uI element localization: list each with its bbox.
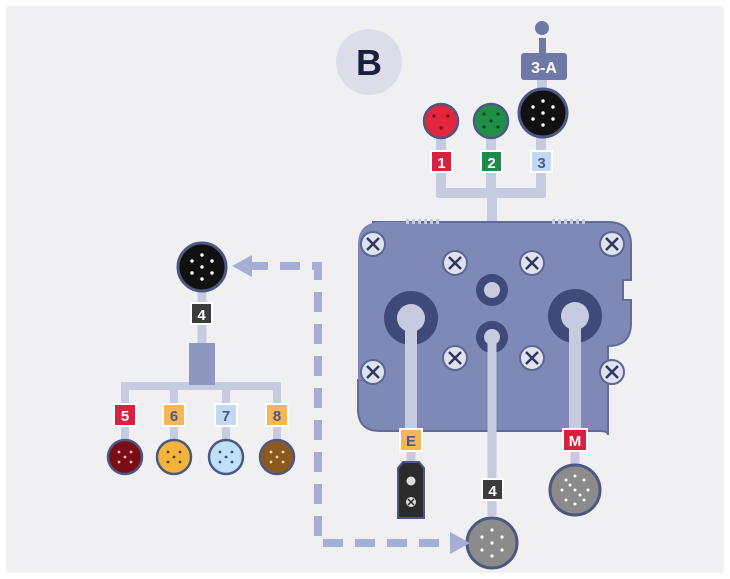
- arrow-right-icon: [450, 532, 470, 554]
- screw-icon: [360, 231, 386, 257]
- port-2-label: 2: [487, 155, 495, 172]
- screw-icon: [360, 359, 386, 385]
- connector-1[interactable]: [422, 102, 460, 140]
- tag-2: 2: [480, 150, 503, 173]
- tag-3: 3: [530, 150, 553, 173]
- plug-3a[interactable]: 3-A: [521, 21, 567, 90]
- plug-handle-icon: [535, 21, 549, 35]
- connector-4-branch[interactable]: [176, 241, 228, 293]
- tag-m: M: [562, 428, 588, 452]
- connector-8[interactable]: [258, 438, 296, 476]
- port-1-label: 1: [437, 155, 445, 172]
- port-m-label: M: [569, 433, 582, 450]
- port-6-label: 6: [170, 408, 178, 425]
- section-label: B: [356, 42, 382, 83]
- tag-6: 6: [162, 403, 186, 427]
- connector-e[interactable]: [397, 461, 425, 519]
- tag-7: 7: [214, 403, 238, 427]
- screw-icon: [442, 345, 468, 371]
- dashed-link: [232, 255, 470, 554]
- arrow-left-icon: [232, 255, 252, 277]
- hub-screws: [360, 231, 625, 385]
- tag-4-main: 4: [481, 478, 504, 501]
- port-e-label: E: [406, 433, 416, 450]
- port-7-label: 7: [222, 408, 230, 425]
- port-5-label: 5: [121, 408, 129, 425]
- screw-icon: [442, 250, 468, 276]
- port-8-label: 8: [273, 408, 281, 425]
- port-3a-label: 3-A: [531, 60, 557, 77]
- connector-m[interactable]: [548, 463, 602, 517]
- tag-1: 1: [430, 150, 453, 173]
- connector-4-main[interactable]: [465, 516, 519, 570]
- port-4-main-label: 4: [488, 483, 497, 500]
- splitter-block: [189, 343, 215, 385]
- connector-5[interactable]: [106, 438, 144, 476]
- screw-icon: [519, 345, 545, 371]
- tag-e: E: [399, 428, 423, 452]
- connector-2[interactable]: [472, 102, 510, 140]
- screw-icon: [519, 250, 545, 276]
- cable-group-bottom: [405, 316, 581, 432]
- tag-8: 8: [265, 403, 289, 427]
- screw-icon: [599, 231, 625, 257]
- section-badge: B: [336, 29, 402, 95]
- hub-vents: [406, 219, 585, 224]
- port-4-branch-label: 4: [197, 307, 206, 324]
- tag-4-branch: 4: [190, 302, 213, 325]
- screw-icon: [599, 359, 625, 385]
- tag-5: 5: [113, 403, 137, 427]
- connector-7[interactable]: [207, 438, 245, 476]
- connector-3[interactable]: [517, 87, 569, 139]
- connector-6[interactable]: [155, 438, 193, 476]
- port-3-label: 3: [537, 155, 545, 172]
